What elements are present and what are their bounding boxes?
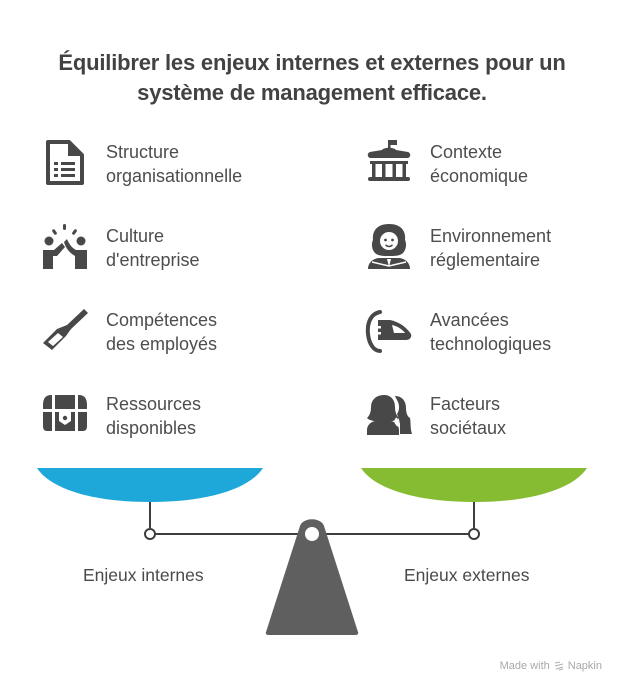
made-with-text: Made with: [499, 660, 550, 672]
internal-item-resources: Ressources disponibles: [40, 390, 201, 440]
external-item-label: Environnement réglementaire: [430, 226, 552, 270]
external-item-economic: Contexte économique: [364, 138, 528, 188]
high-five-icon: [43, 224, 87, 269]
napkin-brand-text: Napkin: [567, 660, 602, 672]
internal-item-label: Compétences des employés: [106, 310, 218, 354]
title-line-2: système de management efficace.: [137, 80, 487, 105]
page-title: Équilibrer les enjeux internes et extern…: [0, 48, 624, 108]
internal-pan: [37, 468, 263, 502]
internal-item-skills: Compétences des employés: [40, 306, 217, 356]
internal-item-culture: Culture d'entreprise: [40, 222, 200, 272]
napkin-logo-icon: [554, 661, 563, 671]
people-women-icon: [367, 395, 412, 435]
external-item-technology: Avancées technologiques: [364, 306, 551, 356]
internal-item-label: Culture d'entreprise: [106, 226, 200, 270]
external-item-label: Avancées technologiques: [430, 310, 552, 354]
government-building-icon: [367, 140, 411, 181]
internal-label: Enjeux internes: [83, 565, 204, 585]
document-list-icon: [46, 140, 84, 185]
internal-item-structure: Structure organisationnelle: [40, 138, 242, 188]
external-item-regulatory: Environnement réglementaire: [364, 222, 551, 272]
fulcrum: [265, 519, 359, 635]
internal-item-label: Ressources disponibles: [106, 394, 202, 438]
external-pivot: [468, 528, 480, 540]
fulcrum-hole: [305, 527, 319, 541]
high-speed-train-icon: [365, 310, 412, 353]
internal-pivot: [144, 528, 156, 540]
external-item-label: Facteurs sociétaux: [430, 394, 507, 438]
external-item-label: Contexte économique: [430, 142, 529, 186]
title-line-1: Équilibrer les enjeux internes et extern…: [58, 50, 566, 75]
judge-icon: [368, 224, 410, 269]
footer-credit: Made with Napkin: [500, 660, 602, 672]
chisel-tool-icon: [43, 309, 88, 350]
treasure-chest-icon: [43, 395, 87, 431]
external-label: Enjeux externes: [404, 565, 530, 585]
external-item-societal: Facteurs sociétaux: [364, 390, 506, 440]
internal-item-label: Structure organisationnelle: [106, 142, 243, 186]
external-pan: [361, 468, 587, 502]
